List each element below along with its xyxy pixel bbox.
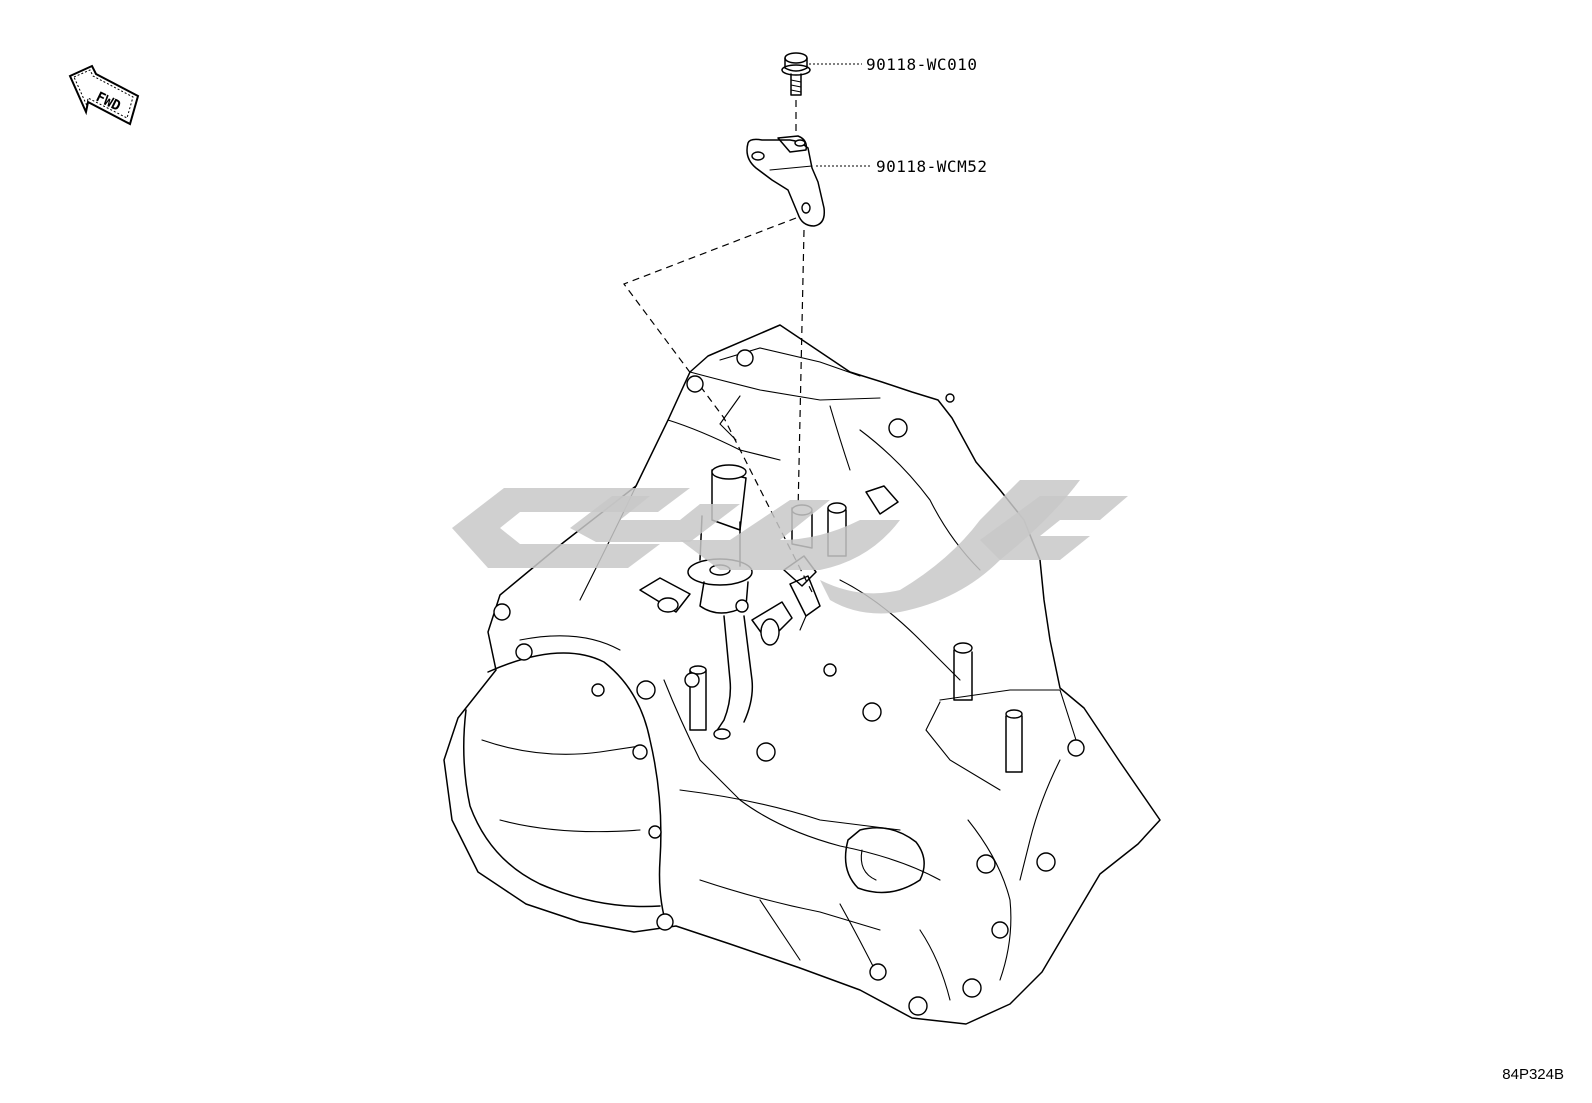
brand-logo-watermark <box>452 480 1128 614</box>
part-label-bolt[interactable]: 90118-WC010 <box>866 55 978 74</box>
part-label-bracket[interactable]: 90118-WCM52 <box>876 157 988 176</box>
reference-code: 84P324B <box>1502 1066 1564 1083</box>
transmission-housing <box>443 324 1161 1025</box>
fwd-arrow-icon: FWD <box>68 64 140 126</box>
bracket-icon <box>746 135 826 227</box>
bolt-icon <box>781 52 811 96</box>
